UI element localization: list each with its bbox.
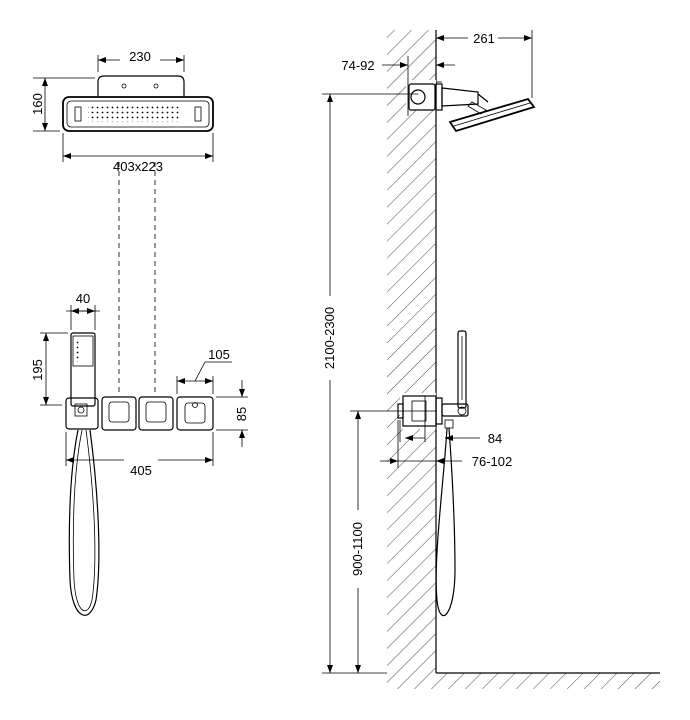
dim-head-height-range: 2100-2300 [318, 93, 418, 674]
dim-head-height: 160 [30, 77, 95, 132]
dim-module-height: 85 [216, 380, 249, 447]
dim-handshower-height: 195 [30, 332, 68, 406]
label-261: 261 [473, 31, 495, 46]
hand-shower [70, 332, 96, 407]
dim-module-width: 105 [176, 347, 232, 394]
control-module-3 [176, 396, 214, 431]
label-84: 84 [488, 431, 502, 446]
label-2100-2300: 2100-2300 [322, 307, 337, 369]
dim-head-top-width: 230 [97, 49, 185, 72]
dim-valve-height-range: 900-1100 [346, 410, 403, 673]
control-module-1 [101, 396, 137, 431]
side-hose [435, 427, 456, 616]
front-shower-head [62, 75, 214, 132]
label-105: 105 [208, 347, 230, 362]
label-74-92: 74-92 [341, 58, 374, 73]
dim-arm-length: 261 [436, 30, 533, 98]
label-85: 85 [234, 407, 249, 421]
label-76-102: 76-102 [472, 454, 512, 469]
label-230: 230 [129, 49, 151, 64]
label-195: 195 [30, 359, 45, 381]
dim-head-size: 403x223 [62, 133, 214, 174]
dim-arm-flange: 74-92 [341, 56, 455, 78]
side-hand-shower [457, 330, 467, 409]
dim-total-width: 405 [65, 432, 214, 478]
hose [68, 429, 100, 616]
label-403x223: 403x223 [113, 159, 163, 174]
label-160: 160 [30, 93, 45, 115]
label-405: 405 [130, 463, 152, 478]
side-valve [397, 330, 469, 616]
dim-handshower-width: 40 [66, 291, 100, 330]
control-module-2 [138, 396, 174, 431]
side-shower-arm [407, 78, 536, 133]
label-40: 40 [76, 291, 90, 306]
front-control-panel [65, 332, 214, 616]
dim-valve-install-depth: 76-102 [380, 420, 512, 469]
label-900-1100: 900-1100 [350, 522, 365, 576]
wall-section [387, 30, 660, 689]
dim-valve-depth: 84 [399, 420, 502, 446]
